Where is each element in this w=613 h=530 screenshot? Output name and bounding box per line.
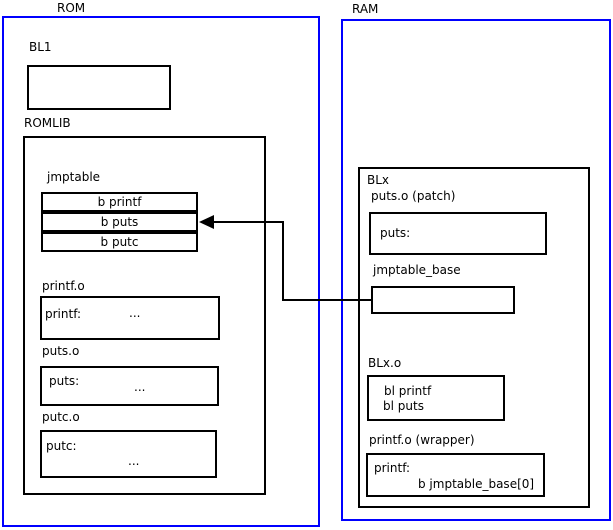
putc-symbol: putc: — [46, 439, 77, 453]
jmptable-entry: b printf — [41, 192, 198, 212]
jmptable-entry-text: b putc — [100, 235, 139, 249]
blx-label: BLx — [367, 173, 390, 187]
printf-wrapper-instruction: b jmptable_base[0] — [418, 477, 535, 491]
ram-label: RAM — [352, 2, 379, 16]
blx-o-label: BLx.o — [368, 356, 402, 370]
blx-o-instruction: bl printf — [384, 384, 432, 398]
jmptable-label: jmptable — [47, 170, 101, 184]
printf-wrapper-label: printf.o (wrapper) — [369, 433, 475, 447]
jmptable-entry-text: b printf — [97, 195, 142, 209]
printf-body-ellipsis: ... — [129, 306, 141, 320]
puts-body-ellipsis: ... — [134, 380, 146, 394]
blx-o-instruction: bl puts — [383, 399, 424, 413]
rom-label: ROM — [57, 1, 86, 15]
putc-o-box: putc: ... — [40, 430, 217, 478]
jmptable-entry: b puts — [41, 212, 198, 232]
printf-o-box: printf: ... — [40, 296, 220, 340]
putc-body-ellipsis: ... — [128, 454, 140, 468]
puts-o-box: puts: ... — [40, 366, 219, 406]
puts-o-label: puts.o — [42, 344, 80, 358]
printf-wrapper-box: printf: b jmptable_base[0] — [366, 453, 545, 497]
puts-patch-box: puts: — [369, 212, 547, 255]
bl1-box — [27, 65, 171, 110]
jmptable-base-label: jmptable_base — [373, 263, 461, 277]
puts-symbol: puts: — [49, 374, 80, 388]
blx-o-box: bl printf bl puts — [367, 375, 505, 421]
putc-o-label: putc.o — [42, 410, 80, 424]
romlib-label: ROMLIB — [24, 116, 71, 130]
puts-patch-label: puts.o (patch) — [371, 189, 456, 203]
jmptable-base-box — [371, 286, 515, 314]
puts-patch-symbol: puts: — [380, 226, 411, 240]
jmptable-entry-text: b puts — [100, 215, 139, 229]
printf-o-label: printf.o — [42, 279, 85, 293]
printf-wrapper-symbol: printf: — [374, 461, 411, 475]
bl1-label: BL1 — [29, 40, 52, 54]
printf-symbol: printf: — [45, 307, 82, 321]
jmptable-entry: b putc — [41, 232, 198, 252]
